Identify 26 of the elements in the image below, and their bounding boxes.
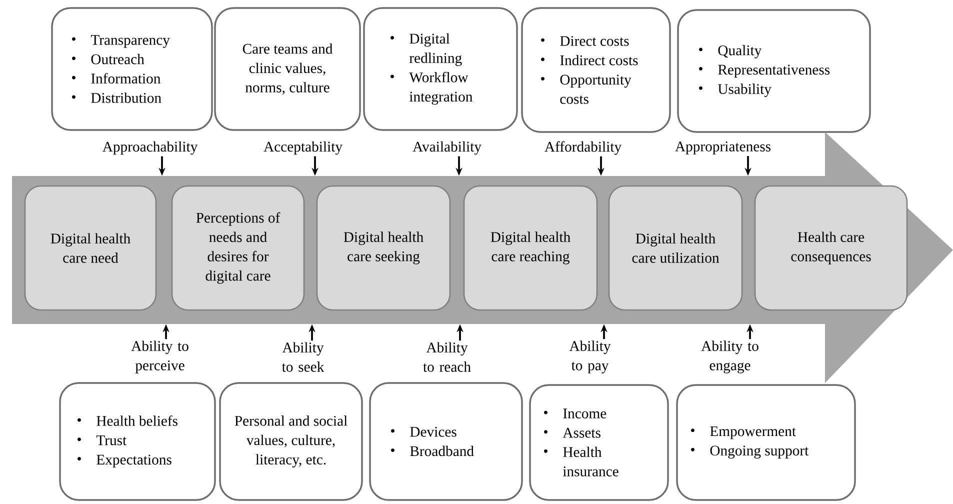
list-box: Empowerment Ongoing support bbox=[676, 384, 856, 501]
list-box: Quality Representativeness Usability bbox=[677, 9, 871, 133]
factor-label: Ability to pay bbox=[569, 340, 611, 374]
factor-label: Ability to reach bbox=[423, 342, 471, 372]
list-box: Direct costs Indirect costs Opportunity costs bbox=[521, 7, 671, 133]
text-box: Personal and social values, culture, literacy, etc. bbox=[219, 382, 363, 501]
list-box: Income Assets Health insurance bbox=[529, 384, 669, 501]
factor-label: Availability bbox=[412, 141, 482, 155]
factor-label: Acceptability bbox=[264, 141, 342, 155]
text-box: Care teams and clinic values, norms, culture bbox=[214, 7, 361, 131]
stage-box: Health care consequences bbox=[754, 185, 908, 311]
stage-box: Perceptions of needs and desires for digital care bbox=[171, 185, 305, 311]
factor-label: Appropriateness bbox=[675, 142, 771, 154]
list-box: Devices Broadband bbox=[369, 382, 523, 501]
stage-box: Digital health care reaching bbox=[463, 185, 598, 311]
stage-box: Digital health care need bbox=[24, 185, 157, 311]
stage-box: Digital health care utilization bbox=[608, 185, 743, 311]
list-box: Digital redlining Workflow integration bbox=[363, 7, 518, 131]
list-box: Health beliefs Trust Expectations bbox=[59, 382, 216, 501]
factor-label: Ability to seek bbox=[282, 342, 324, 372]
stage-box: Digital health care seeking bbox=[316, 185, 451, 311]
list-box: Transparency Outreach Information Distribution bbox=[51, 7, 213, 131]
factor-label: Affordability bbox=[544, 141, 622, 155]
factor-label: Ability to engage bbox=[701, 340, 758, 374]
factor-label: Ability to perceive bbox=[131, 340, 188, 374]
factor-label: Approachability bbox=[102, 141, 198, 155]
